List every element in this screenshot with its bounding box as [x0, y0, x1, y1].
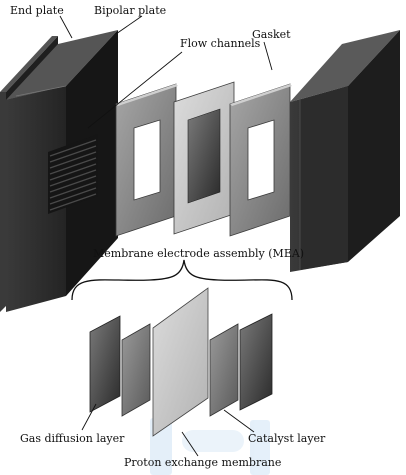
leader-catalyst-layer: [224, 410, 254, 432]
label-gas-diffusion-layer: Gas diffusion layer: [20, 432, 125, 445]
label-end-plate: End plate: [10, 4, 64, 17]
mea-catalyst-layer-right: [210, 324, 238, 416]
label-bipolar-plate: Bipolar plate: [94, 4, 166, 17]
label-mea: Membrane electrode assembly (MEA): [93, 247, 304, 260]
gasket-left: [116, 84, 178, 236]
label-flow-channels: Flow channels: [180, 37, 261, 50]
mea-gas-diffusion-layer-right: [240, 314, 272, 410]
mea-catalyst-layer-left: [122, 324, 150, 416]
leader-bipolar-plate: [116, 16, 142, 34]
label-proton-exchange-membrane: Proton exchange membrane: [124, 456, 281, 469]
leader-gas-diffusion-layer: [82, 404, 96, 430]
mea-proton-exchange-membrane: [153, 288, 208, 436]
leader-gasket: [264, 42, 272, 70]
mea-brace: [72, 260, 292, 300]
label-catalyst-layer: Catalyst layer: [248, 432, 326, 445]
label-gasket: Gasket: [252, 28, 291, 41]
leader-end-plate: [60, 16, 72, 38]
gasket-right: [230, 84, 292, 236]
mea-gas-diffusion-layer-left: [90, 316, 120, 412]
mea-in-stack: [174, 82, 234, 234]
